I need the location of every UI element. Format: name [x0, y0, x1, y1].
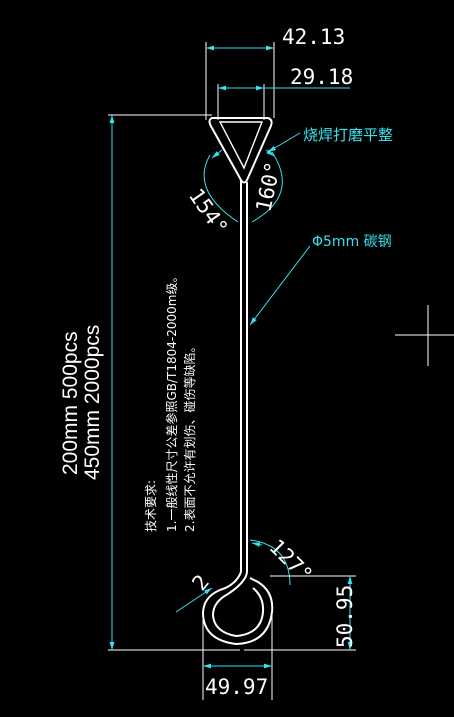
quantity-line-1: 200mm 500pcs — [59, 331, 82, 475]
hook-part-outline — [201, 117, 274, 646]
hook-height-label: 50.95 — [333, 585, 357, 648]
angle-dim-hook: 127° — [249, 535, 317, 588]
weld-callout-label: 烧焊打磨平整 — [303, 126, 393, 144]
angle-right-label: 160° — [251, 160, 285, 214]
dim-hook-width: 49.97 — [202, 610, 273, 700]
hook-radius-label: 2 — [187, 570, 214, 595]
dim-width-inner-label: 29.18 — [290, 65, 353, 89]
dim-width-top: 42.13 — [205, 25, 345, 120]
angle-left-label: 154° — [184, 184, 233, 239]
quantity-line-2: 450mm 2000pcs — [81, 325, 104, 480]
tech-req-item-1: 1.一般线性尺寸公差参照GB/T1804-2000m级。 — [164, 271, 179, 532]
technical-requirements: 技术要求: 1.一般线性尺寸公差参照GB/T1804-2000m级。 2.表面不… — [144, 271, 197, 532]
triangle-eye — [208, 117, 273, 184]
dim-hook-height: 50.95 — [244, 575, 357, 651]
dim-overall-length: 200mm 500pcs 450mm 2000pcs — [59, 114, 240, 651]
dim-hook-radius: 2 — [175, 570, 214, 613]
angle-hook-label: 127° — [264, 535, 317, 588]
hook-curve-outer — [201, 571, 274, 646]
hook-curve-inner — [211, 571, 265, 638]
tech-req-title: 技术要求: — [144, 480, 158, 532]
weld-callout: 烧焊打磨平整 — [267, 126, 393, 153]
dim-width-top-label: 42.13 — [282, 25, 345, 49]
crosshair-cursor-icon — [395, 305, 454, 366]
material-callout: Φ5mm 碳钢 — [249, 234, 392, 326]
material-callout-label: Φ5mm 碳钢 — [312, 234, 392, 250]
angle-dim-left: 154° — [184, 149, 239, 239]
dim-width-inner: 29.18 — [217, 65, 353, 120]
tech-req-item-2: 2.表面不允许有划伤、碰伤等缺陷。 — [182, 341, 197, 532]
hook-width-label: 49.97 — [205, 675, 268, 699]
triangle-eye-inner — [218, 121, 264, 170]
